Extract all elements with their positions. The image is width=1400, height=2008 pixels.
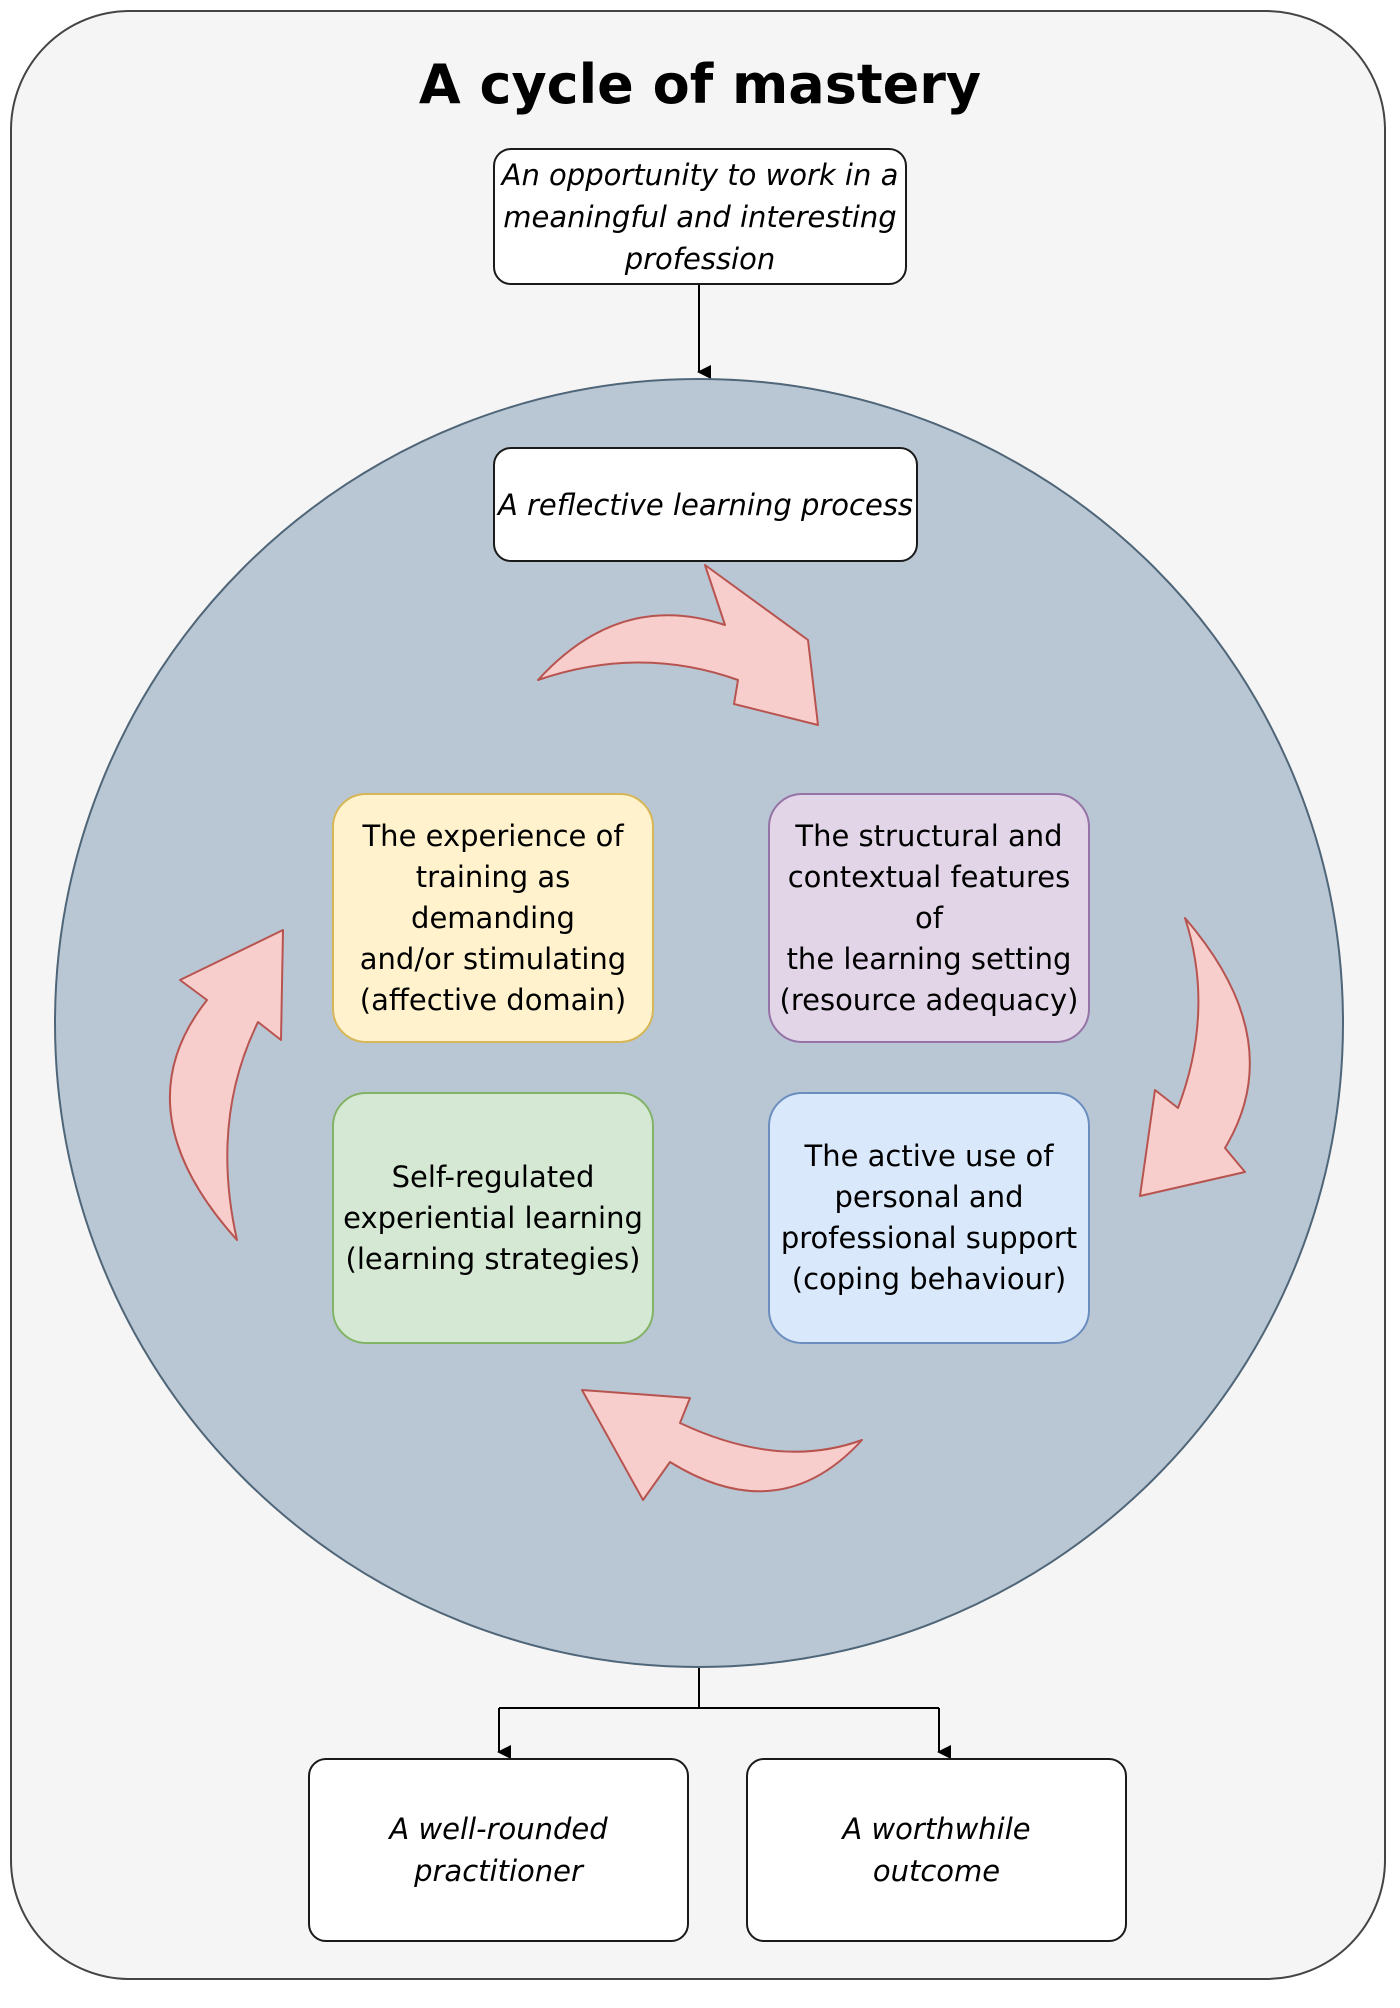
opportunity-box: An opportunity to work in a meaningful a… (493, 148, 907, 285)
reflective-process-label: A reflective learning process (493, 447, 918, 562)
stage-learning-text: Self-regulated experiential learning (le… (343, 1159, 643, 1276)
cycle-arrow-bottom (581, 1389, 863, 1501)
cycle-arrow-left (168, 929, 284, 1241)
stage-affective-domain: The experience of training as demanding … (332, 793, 654, 1043)
stage-coping-text: The active use of personal and professio… (780, 1139, 1078, 1296)
outcome-worthwhile-text: A worthwhile outcome (842, 1812, 1031, 1888)
cycle-arrow-top (537, 564, 819, 726)
outcome-connector-arrows (499, 1668, 939, 1709)
stage-coping-behaviour: The active use of personal and professio… (768, 1092, 1090, 1344)
opportunity-text: An opportunity to work in a meaningful a… (501, 157, 899, 276)
stage-affective-text: The experience of training as demanding … (359, 818, 627, 1017)
reflective-process-text: A reflective learning process (497, 487, 914, 522)
outcome-worthwhile-box: A worthwhile outcome (746, 1758, 1127, 1942)
diagram-title: A cycle of mastery (418, 53, 982, 116)
outcome-practitioner-box: A well-rounded practitioner (308, 1758, 689, 1942)
cycle-arrow-right (1139, 917, 1251, 1197)
stage-structural-text: The structural and contextual features o… (779, 818, 1079, 1017)
stage-learning-strategies: Self-regulated experiential learning (le… (332, 1092, 654, 1344)
outcome-practitioner-text: A well-rounded practitioner (389, 1812, 608, 1888)
stage-resource-adequacy: The structural and contextual features o… (768, 793, 1090, 1043)
